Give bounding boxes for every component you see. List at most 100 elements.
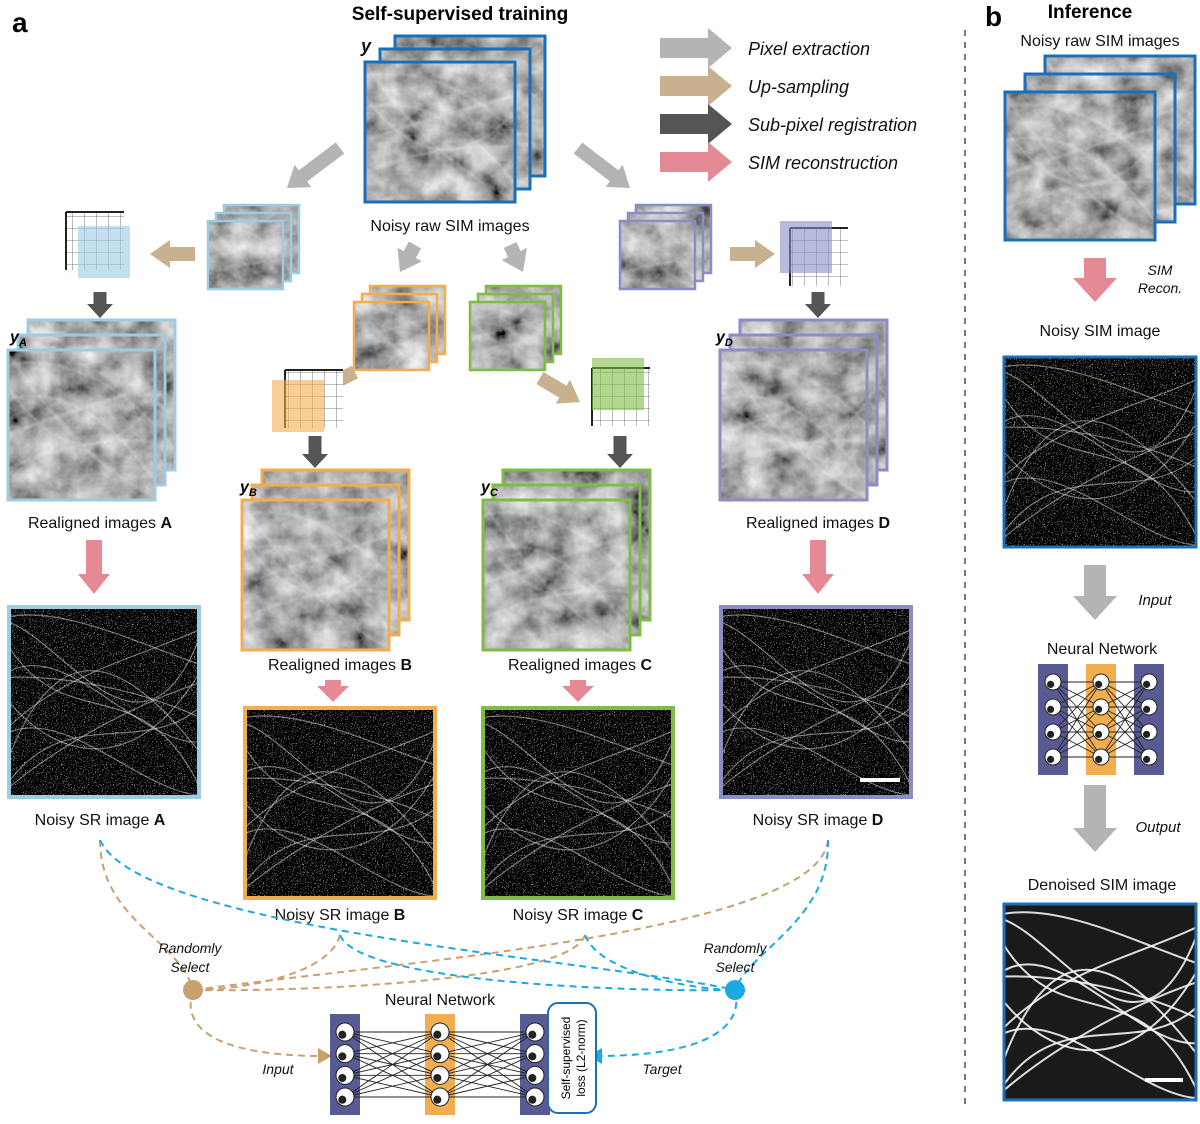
sr-image-C-filament bbox=[483, 765, 673, 844]
extracted-stack-D-layer-filament bbox=[620, 237, 695, 265]
select-label-line1: Randomly bbox=[703, 940, 767, 956]
b-output-arrow-shape bbox=[1073, 785, 1117, 852]
b-output-label: Output bbox=[1135, 819, 1181, 836]
realigned-var-sub: A bbox=[18, 337, 27, 349]
sr-image-D-filaments bbox=[721, 614, 911, 796]
b-denoised-image-filament bbox=[1004, 963, 1196, 1045]
realigned-stack-B-layer-filaments bbox=[242, 502, 389, 648]
select-path-D-left bbox=[192, 839, 829, 991]
b-denoised-image-filament bbox=[1004, 944, 1196, 1089]
upsample-arrow-D bbox=[730, 240, 775, 268]
sr-image-C-filament bbox=[483, 783, 673, 889]
target-path bbox=[601, 989, 738, 1057]
b-denoised-image-filament bbox=[1004, 926, 1196, 1029]
upsample-arrow-D-shape bbox=[730, 240, 775, 268]
extract-arrow-B bbox=[397, 241, 422, 273]
panel-b: b Inference bbox=[985, 1, 1132, 32]
extracted-stack-C-layer-border bbox=[468, 300, 547, 372]
sr-image-C-filament bbox=[483, 808, 673, 884]
network-b-edge bbox=[1100, 706, 1150, 758]
sr-image-A-filaments bbox=[9, 614, 199, 796]
realigned-stack-A-layer bbox=[6, 348, 157, 502]
realigned-stack-D-layer-filament bbox=[720, 385, 867, 435]
network-a-edge bbox=[344, 1053, 441, 1098]
realigned-stack-C-layer bbox=[481, 498, 632, 652]
recon-arrow-C-shape bbox=[562, 680, 594, 702]
realigned-label-B-letter: B bbox=[400, 657, 412, 674]
sr-image-D-filament bbox=[721, 646, 911, 786]
sr-image-D-filament bbox=[721, 670, 911, 758]
legend-arrow-1 bbox=[660, 66, 732, 106]
sr-image-B-filaments bbox=[245, 715, 435, 897]
sr-image-D bbox=[719, 605, 913, 799]
sr-image-A-filament bbox=[9, 664, 199, 743]
realigned-stack-A-layer-filament bbox=[8, 385, 155, 435]
network-a-node-core bbox=[338, 1073, 347, 1083]
b-step1-line2: Recon. bbox=[1138, 280, 1182, 296]
network-a-edge bbox=[344, 1074, 441, 1098]
b-input-arrow-shape bbox=[1073, 565, 1117, 620]
b-denoised-image-filament bbox=[1004, 968, 1196, 1060]
realigned-stack-B-layer-filament bbox=[242, 535, 389, 585]
extracted-stack-B-layer-border bbox=[352, 300, 431, 372]
upsample-arrow-A-shape bbox=[150, 240, 195, 268]
b-sim-label: Noisy SIM image bbox=[1040, 323, 1161, 340]
network-b-edge bbox=[1052, 681, 1102, 708]
loss-label: Self-supervisedloss (L2-norm) bbox=[559, 1017, 588, 1100]
upsample-arrow-C bbox=[536, 371, 580, 404]
b-sim-image-filament bbox=[1004, 423, 1196, 500]
b-denoised-image-filament bbox=[1004, 918, 1196, 1003]
realigned-stack-B-layer-filament bbox=[242, 511, 389, 576]
sr-image-B-filament bbox=[245, 777, 435, 819]
b-raw-stack-layer-filament bbox=[1005, 128, 1155, 186]
legend-label-0: Pixel extraction bbox=[748, 39, 870, 59]
sr-image-D-filament bbox=[721, 707, 911, 783]
extracted-stack-D-layer bbox=[618, 219, 697, 291]
extract-arrow-D-shape bbox=[573, 142, 631, 189]
realigned-label-B-text: Realigned images bbox=[268, 657, 401, 674]
sr-image-A bbox=[7, 605, 201, 799]
realigned-stack-D-layer-filament bbox=[720, 361, 867, 426]
input-label: Input bbox=[262, 1061, 294, 1077]
legend-arrow-3-shape bbox=[660, 142, 732, 182]
extracted-stack-C-layer-filament bbox=[470, 318, 545, 346]
sr-label-C-text: Noisy SR image bbox=[513, 907, 632, 924]
select-path-A-left bbox=[99, 839, 194, 991]
b-denoised-image-filament bbox=[1004, 981, 1196, 1091]
b-raw-stack-layer-filament bbox=[1005, 126, 1155, 176]
b-recon-arrow-shape bbox=[1073, 258, 1117, 302]
realigned-stack-D-layer bbox=[718, 348, 869, 502]
grid-icon-A bbox=[65, 211, 130, 278]
extracted-stack-B-layer bbox=[352, 300, 431, 372]
b-denoised-image-filament bbox=[1004, 911, 1196, 964]
raw-var-label: y bbox=[360, 36, 372, 56]
b-step1-line1: SIM bbox=[1148, 262, 1173, 278]
network-a-node-core bbox=[433, 1095, 442, 1104]
realigned-label-D: Realigned images D bbox=[746, 515, 890, 532]
recon-arrow-D bbox=[802, 540, 834, 594]
sr-image-B-filament bbox=[245, 722, 435, 804]
b-denoised-label: Denoised SIM image bbox=[1028, 877, 1177, 894]
legend-arrow-2-shape bbox=[660, 104, 732, 144]
extracted-stack-C-layer-filament bbox=[470, 317, 545, 341]
extracted-stack-A-layer-filament bbox=[208, 236, 283, 260]
network-b-node-core bbox=[1095, 730, 1103, 739]
sr-image-C-filaments bbox=[483, 715, 673, 897]
network-a-edge bbox=[439, 1053, 536, 1098]
legend-arrow-0-shape bbox=[660, 28, 732, 68]
sr-label-A-letter: A bbox=[154, 812, 166, 829]
loss-label-line1: Self-supervised bbox=[559, 1017, 573, 1100]
network-b-node-core bbox=[1095, 755, 1103, 764]
select-node-right bbox=[725, 980, 745, 1000]
recon-arrow-A bbox=[78, 540, 110, 594]
b-input-label: Input bbox=[1138, 592, 1172, 609]
realigned-stack-D-layer-filament bbox=[720, 387, 867, 445]
realigned-stack-C-layer-border bbox=[481, 498, 632, 652]
network-a-node-core bbox=[433, 1030, 442, 1039]
realigned-stack-C-layer-filament bbox=[483, 511, 630, 576]
panel-a: a Self-supervised training bbox=[12, 4, 568, 38]
realigned-stack-D-layer-border bbox=[718, 348, 869, 502]
sr-image-B-border bbox=[243, 706, 437, 900]
b-sim-image bbox=[1002, 355, 1198, 549]
